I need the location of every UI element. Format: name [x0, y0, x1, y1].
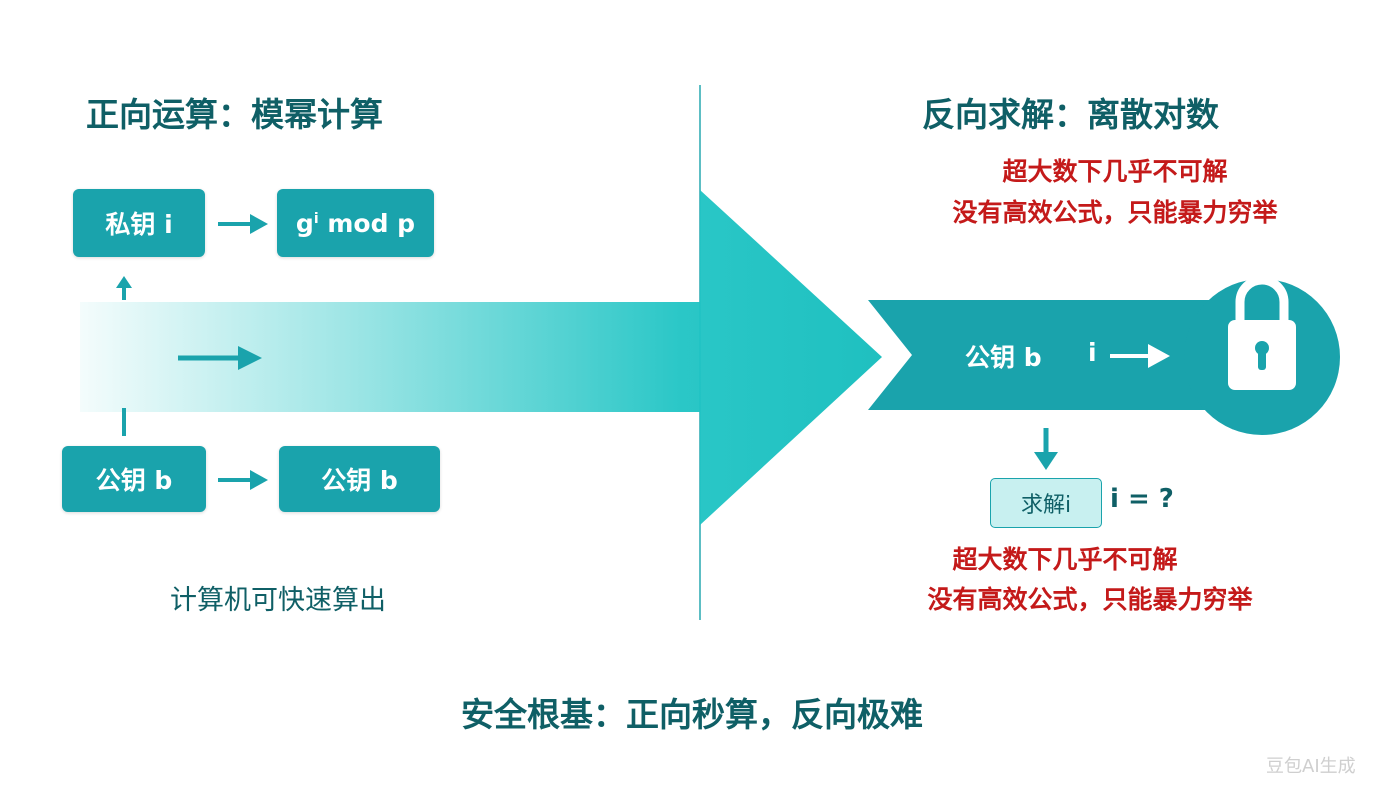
band-label: 公钥 b	[965, 343, 1042, 372]
padlock-icon	[1228, 275, 1296, 390]
result-exponent: i	[313, 211, 319, 227]
right-title: 反向求解：离散对数	[922, 95, 1219, 134]
private-key-box: 私钥 i	[73, 189, 205, 257]
down-arrow-head	[1034, 452, 1058, 470]
arrow-2-head	[250, 470, 268, 490]
footer-summary: 安全根基：正向秒算，反向极难	[461, 695, 923, 734]
arrow-1-head	[250, 214, 268, 234]
public-key-box-2: 公钥 b	[279, 446, 440, 512]
up-arrow-head	[116, 276, 132, 288]
equation: i = ?	[1110, 484, 1174, 514]
result-base: g	[295, 208, 314, 238]
band-inner-arrow-head	[238, 346, 262, 370]
left-caption: 计算机可快速算出	[170, 585, 386, 616]
note-top-line1: 超大数下几乎不可解	[1002, 157, 1228, 186]
left-title: 正向运算：模幂计算	[86, 95, 383, 134]
note-bottom-line2: 没有高效公式，只能暴力穷举	[927, 585, 1253, 614]
band-variable: i	[1088, 338, 1097, 367]
note-bottom-line1: 超大数下几乎不可解	[952, 545, 1178, 574]
forward-big-arrow	[80, 190, 882, 525]
public-key-box: 公钥 b	[62, 446, 206, 512]
result-mod: mod p	[318, 208, 416, 238]
solve-box: 求解i	[990, 478, 1102, 528]
reverse-band	[868, 300, 1240, 410]
note-top-line2: 没有高效公式，只能暴力穷举	[952, 198, 1278, 227]
band-right-arrow-head	[1148, 344, 1170, 368]
watermark: 豆包AI生成	[1266, 756, 1356, 777]
